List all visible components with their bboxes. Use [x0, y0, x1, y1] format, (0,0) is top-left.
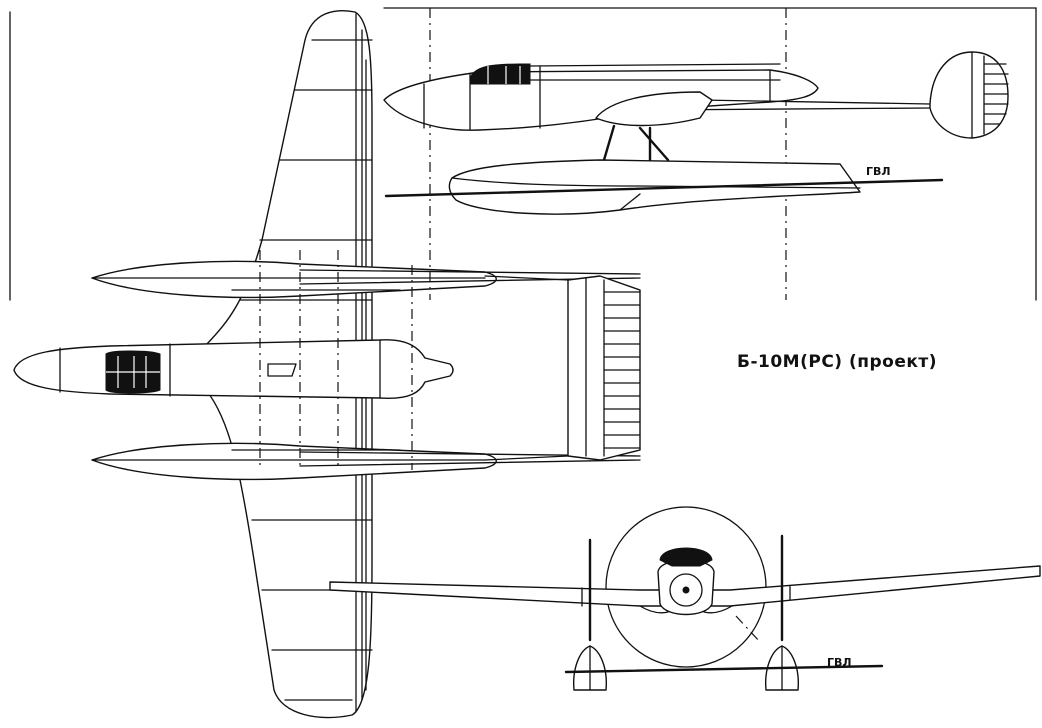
- side-view-float: [448, 159, 861, 215]
- top-view-lower-float: [91, 442, 497, 481]
- waterline-label-side: ГВЛ: [866, 165, 891, 178]
- top-view-lower-wing: [205, 389, 373, 719]
- top-view-fuselage: [13, 339, 454, 399]
- front-view: [329, 506, 1041, 691]
- waterline-label-front: ГВЛ: [827, 656, 852, 669]
- side-view-cockpit: [469, 63, 531, 85]
- top-view: [13, 9, 641, 719]
- side-view-fuselage: [383, 69, 819, 131]
- drawing-title: Б-10М(РС) (проект): [737, 352, 938, 372]
- top-view-upper-wing: [205, 9, 373, 346]
- side-view: [383, 8, 1009, 300]
- side-view-fin: [929, 51, 1009, 139]
- frame-lines: [9, 7, 1037, 301]
- top-view-upper-float: [91, 260, 497, 299]
